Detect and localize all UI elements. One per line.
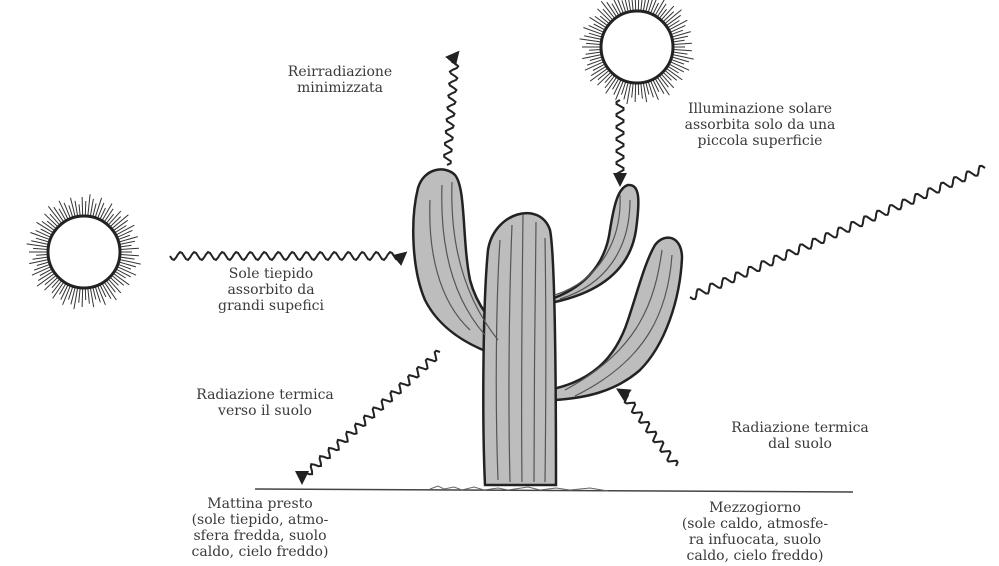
- label-line: minimizzata: [250, 80, 430, 96]
- label-line: (sole tiepido, atmo-: [150, 512, 370, 528]
- label-line: grandi supefici: [176, 298, 366, 314]
- label-line: verso il suolo: [150, 403, 380, 419]
- label-line: dal suolo: [680, 436, 920, 452]
- label-line: Reirradiazione: [250, 64, 430, 80]
- label-line: piccola superficie: [640, 133, 880, 149]
- label-line: ra infuocata, suolo: [640, 532, 870, 548]
- sun-icon-left: [27, 194, 141, 309]
- label-line: assorbito da: [176, 282, 366, 298]
- cactus-icon: [413, 169, 682, 485]
- label-radiation-to-ground: Radiazione termica verso il suolo: [150, 387, 380, 419]
- label-line: Mattina presto: [150, 496, 370, 512]
- label-solar-illumination: Illuminazione solare assorbita solo da u…: [640, 101, 880, 149]
- label-line: Radiazione termica: [150, 387, 380, 403]
- warm-sun-arrow: [170, 252, 402, 260]
- label-line: assorbita solo da una: [640, 117, 880, 133]
- label-reirradiation: Reirradiazione minimizzata: [250, 64, 430, 96]
- label-line: Mezzogiorno: [640, 500, 870, 516]
- label-line: Illuminazione solare: [640, 101, 880, 117]
- radiation-from-ground-arrow: [622, 392, 678, 466]
- label-radiation-from-ground: Radiazione termica dal suolo: [680, 420, 920, 452]
- label-line: (sole caldo, atmosfe-: [640, 516, 870, 532]
- sky-radiation-wave: [690, 166, 985, 299]
- label-line: Sole tiepido: [176, 266, 366, 282]
- label-line: caldo, cielo freddo): [640, 548, 870, 564]
- reirradiation-arrow: [444, 56, 458, 165]
- label-midday: Mezzogiorno (sole caldo, atmosfe- ra inf…: [640, 500, 870, 564]
- label-warm-sun: Sole tiepido assorbito da grandi supefic…: [176, 266, 366, 314]
- label-line: sfera fredda, suolo: [150, 528, 370, 544]
- label-early-morning: Mattina presto (sole tiepido, atmo- sfer…: [150, 496, 370, 560]
- label-line: caldo, cielo freddo): [150, 544, 370, 560]
- label-line: Radiazione termica: [680, 420, 920, 436]
- sun-icon-top: [580, 0, 694, 104]
- solar-illumination-arrow: [617, 100, 624, 180]
- ground-line: [255, 486, 853, 492]
